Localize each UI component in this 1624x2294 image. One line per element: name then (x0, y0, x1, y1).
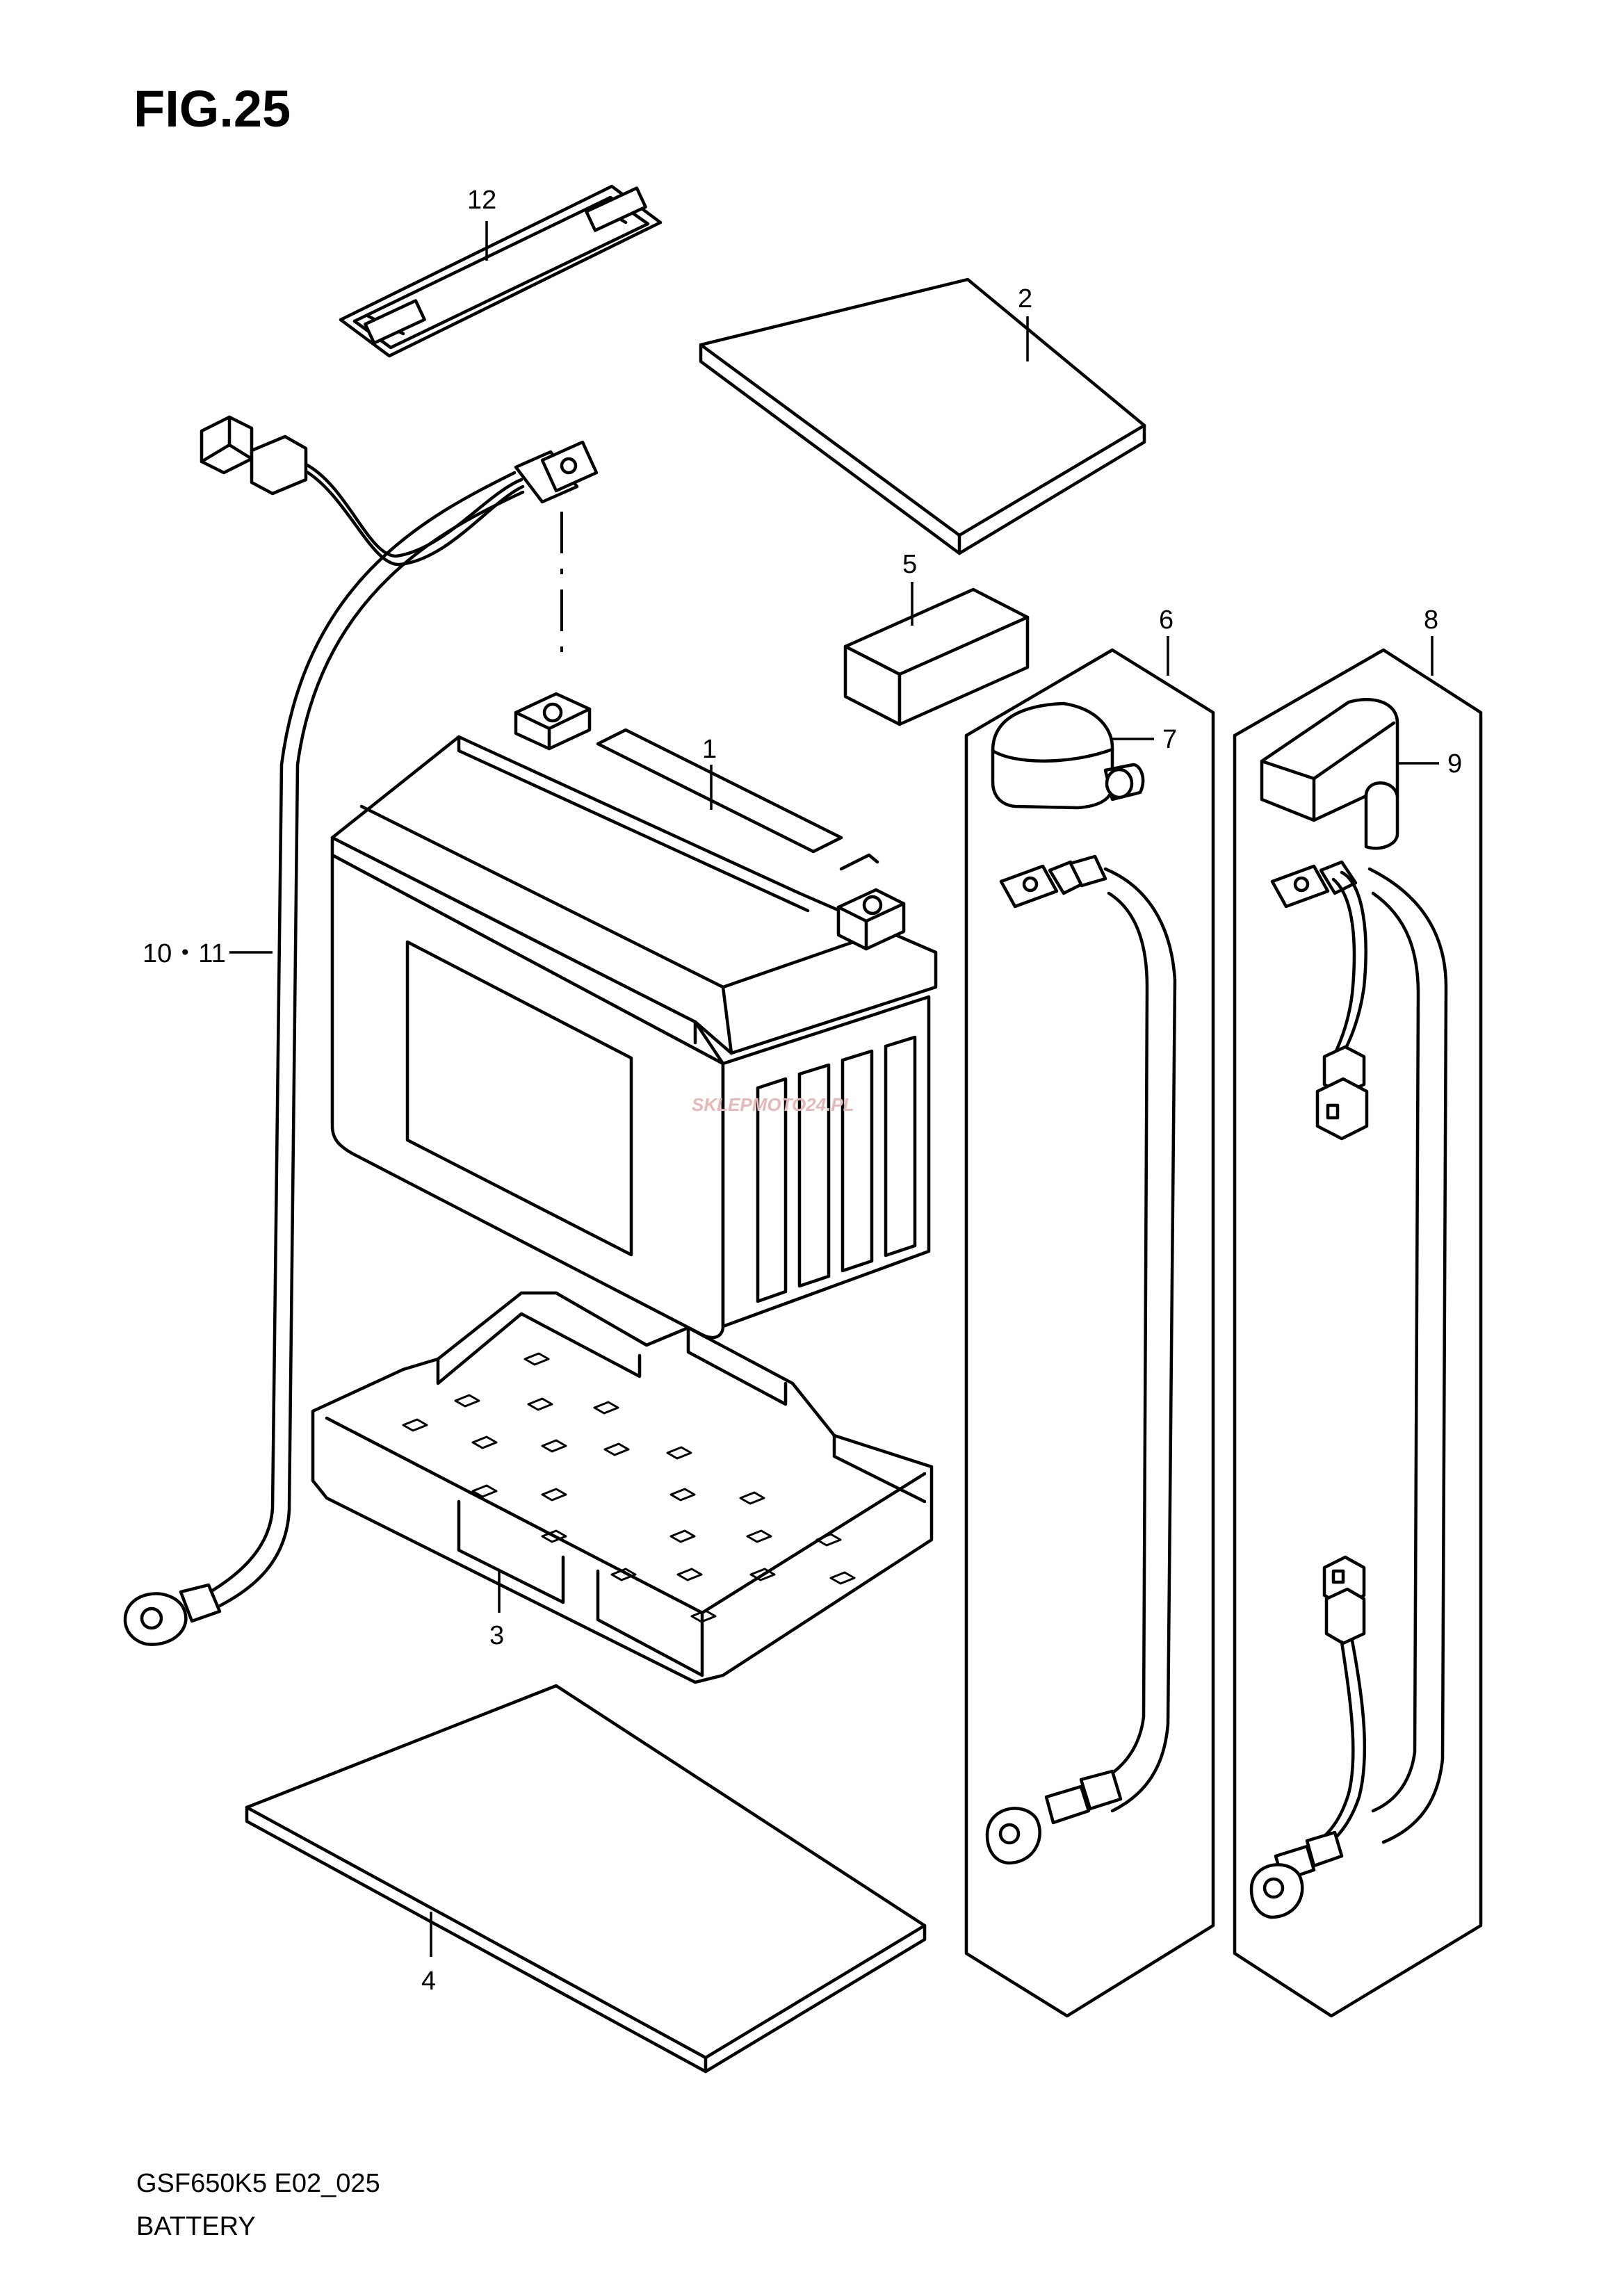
callout-6: 6 (1159, 605, 1174, 635)
part-8-cable-set[interactable] (1233, 648, 1483, 2018)
callout-5: 5 (902, 550, 917, 579)
part-4-pad[interactable] (245, 1684, 927, 2074)
callout-1: 1 (702, 735, 717, 764)
callout-8: 8 (1424, 605, 1438, 635)
part-6-cable-set[interactable] (964, 648, 1215, 2018)
part-7-terminal-cap[interactable] (991, 701, 1145, 810)
part-1-battery[interactable] (330, 692, 938, 1340)
part-12-strap[interactable] (339, 184, 663, 358)
callout-4: 4 (421, 1967, 436, 1996)
part-2-cover-sheet[interactable] (699, 277, 1146, 555)
callout-7: 7 (1162, 725, 1177, 754)
figure-title: FIG.25 (133, 80, 291, 138)
part-3-tray[interactable] (311, 1291, 934, 1684)
figure-name: BATTERY (136, 2212, 256, 2241)
callout-10-11: 10・11 (143, 939, 226, 968)
callout-3: 3 (489, 1621, 504, 1650)
part-5-block[interactable] (843, 587, 1030, 726)
figure-code: GSF650K5 E02_025 (136, 2169, 380, 2198)
tray-holes (402, 1352, 856, 1623)
part-9-terminal-cap[interactable] (1260, 698, 1399, 850)
callout-9: 9 (1447, 749, 1462, 779)
callout-2: 2 (1018, 284, 1032, 314)
watermark: SKLEPMOTO24.PL (692, 1094, 854, 1115)
callout-12: 12 (467, 186, 496, 215)
part-10-11-ground-cable[interactable] (123, 415, 599, 1646)
